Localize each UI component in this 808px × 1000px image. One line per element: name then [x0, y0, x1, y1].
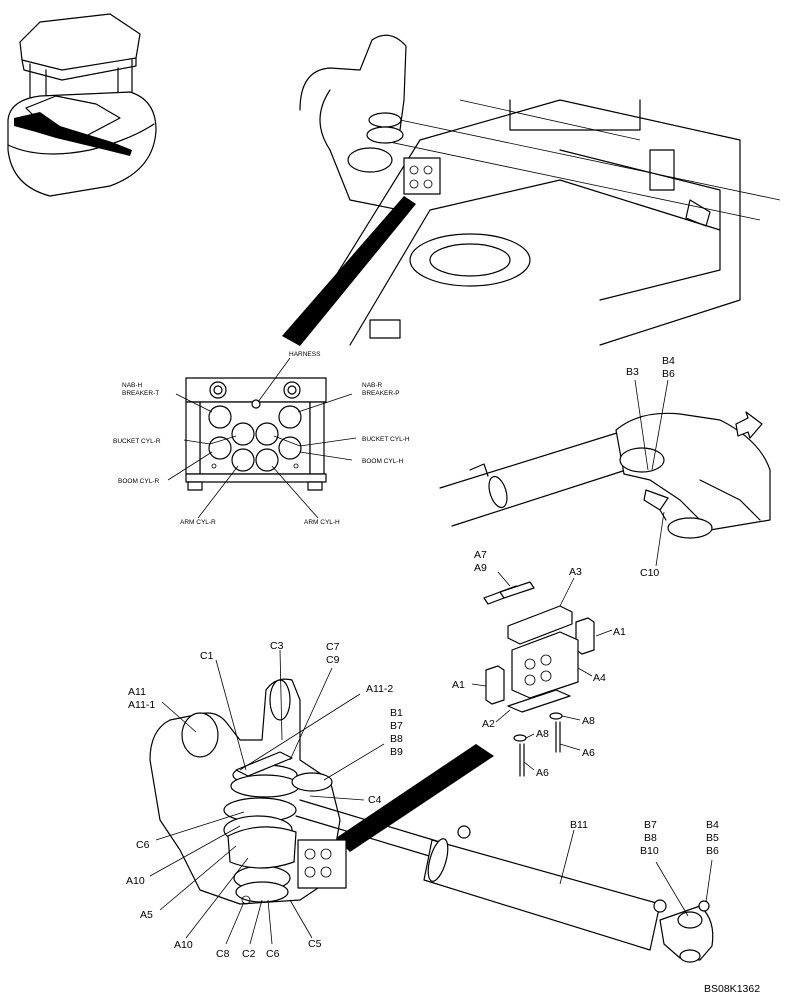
label-bucket-cyl-r: BUCKET CYL-R — [113, 438, 161, 445]
port-bucket-h-1 — [255, 422, 279, 446]
callout-c3: C3 — [270, 640, 284, 652]
callout-a1-right: A1 — [613, 626, 626, 638]
callout-c8: C8 — [216, 948, 230, 960]
callout-b5: B5 — [706, 832, 719, 844]
callout-leaders-mid — [634, 379, 669, 567]
callout-c1: C1 — [200, 650, 214, 662]
label-nb-h: NAB-H — [122, 382, 143, 389]
callout-b9: B9 — [390, 746, 403, 758]
port-bucket-h — [278, 436, 302, 460]
label-nb-r: NAB-R — [362, 382, 383, 389]
callout-c7: C7 — [326, 641, 340, 653]
callout-leaders-lower — [149, 649, 713, 945]
callout-c2: C2 — [242, 948, 256, 960]
label-arm-cyl-h: ARM CYL-H — [304, 519, 340, 526]
callout-b6-right: B6 — [706, 845, 719, 857]
callout-a8-left: A8 — [536, 728, 549, 740]
callout-a2: A2 — [482, 718, 495, 730]
callout-c6-lower: C6 — [266, 948, 280, 960]
label-boom-cyl-h: BOOM CYL-H — [362, 458, 403, 465]
callout-a10: A10 — [126, 875, 145, 887]
port-bucket-r-1 — [231, 422, 255, 446]
port-arm-r — [231, 448, 255, 472]
callout-a11-2: A11-2 — [366, 683, 393, 695]
port-breaker-p — [278, 405, 302, 429]
callout-a6-right: A6 — [582, 747, 595, 759]
exploded-block-parts — [483, 581, 595, 777]
callout-c6: C6 — [136, 839, 150, 851]
connector-leaders — [167, 357, 357, 519]
callout-a1-left: A1 — [452, 679, 465, 691]
machine-locator-thumbnail — [7, 13, 157, 197]
callout-b6: B6 — [662, 368, 675, 380]
callout-b1: B1 — [390, 707, 403, 719]
callout-a3: A3 — [569, 566, 582, 578]
label-breaker-t: BREAKER-T — [122, 390, 159, 397]
callout-a10-lower: A10 — [174, 939, 193, 951]
callout-c5: C5 — [308, 938, 322, 950]
callout-a11-1: A11-1 — [128, 699, 155, 711]
callout-a6-left: A6 — [536, 767, 549, 779]
callout-a5: A5 — [140, 909, 153, 921]
callout-b10: B10 — [640, 845, 659, 857]
callout-b3: B3 — [626, 366, 639, 378]
swing-bracket-assembly — [149, 678, 347, 905]
callout-b7: B7 — [390, 720, 403, 732]
callout-c9: C9 — [326, 654, 340, 666]
port-bucket-r — [208, 436, 232, 460]
callout-a9: A9 — [474, 562, 487, 574]
callout-c10: C10 — [640, 567, 659, 579]
connector-block-detail — [185, 377, 327, 491]
port-breaker-t — [208, 405, 232, 429]
detail-pointer-top — [282, 196, 416, 346]
callout-a4: A4 — [593, 672, 606, 684]
callout-b7-right: B7 — [644, 819, 657, 831]
label-boom-cyl-r: BOOM CYL-R — [118, 478, 159, 485]
figure-id: BS08K1362 — [704, 983, 760, 995]
callout-c4: C4 — [368, 794, 382, 806]
callout-a8-right: A8 — [582, 715, 595, 727]
upper-structure-overview — [295, 34, 781, 346]
callout-leaders-parts — [471, 571, 613, 771]
callout-b11: B11 — [570, 819, 588, 831]
boom-cylinder — [295, 799, 714, 963]
callout-a11: A11 — [128, 686, 146, 698]
label-bucket-cyl-h: BUCKET CYL-H — [362, 436, 410, 443]
callout-b4: B4 — [662, 355, 675, 367]
port-arm-h — [255, 448, 279, 472]
callout-a7: A7 — [474, 549, 487, 561]
callout-b4-right: B4 — [706, 819, 719, 831]
label-harness: HARNESS — [289, 351, 321, 358]
label-arm-cyl-r: ARM CYL-R — [180, 519, 216, 526]
callout-b8-right: B8 — [644, 832, 657, 844]
detail-pointer-bottom — [336, 744, 494, 852]
label-breaker-p: BREAKER-P — [362, 390, 400, 397]
callout-b8: B8 — [390, 733, 403, 745]
cylinder-rod-end-detail — [439, 411, 771, 539]
